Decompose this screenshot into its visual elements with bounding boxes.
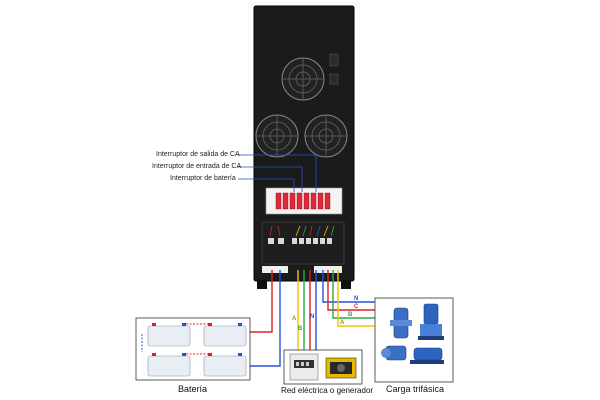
wheel-icon — [257, 281, 267, 289]
wire-tag-input-b: B — [298, 326, 303, 332]
grid-generator-box — [283, 349, 363, 385]
motor-icon — [381, 345, 407, 361]
terminal-block — [261, 221, 345, 273]
label-battery-switch: Interruptor de batería — [170, 175, 236, 182]
submersible-pump-icon — [390, 307, 412, 339]
wire-tag-n-top: N — [354, 296, 359, 302]
generator-icon — [325, 357, 357, 379]
horizontal-pump-icon — [410, 347, 444, 364]
caption-three-phase-load: Carga trifásica — [386, 384, 445, 394]
wire-tag-n-mid: N — [310, 314, 315, 320]
grid-wires — [297, 270, 317, 350]
distribution-panel-icon — [289, 353, 319, 381]
breaker-panel — [265, 187, 343, 215]
fan-left-icon — [255, 114, 299, 158]
label-ac-input-switch: Interruptor de entrada de CA — [152, 163, 242, 170]
load-wires — [322, 270, 375, 327]
vertical-pump-icon — [418, 303, 444, 340]
battery-bank — [135, 317, 251, 381]
caption-grid-generator: Red eléctrica o generador — [281, 386, 374, 395]
battery-wires — [250, 270, 281, 367]
label-ac-output-switch: Interruptor de salida de CA — [156, 151, 240, 158]
wheel-icon — [341, 281, 351, 289]
wire-tag-input-a: A — [292, 316, 297, 322]
wire-tag-c: C — [354, 304, 359, 310]
callout-lines — [238, 154, 317, 192]
wire-tag-a: A — [340, 320, 345, 326]
fan-top-icon — [281, 57, 325, 101]
fan-right-icon — [304, 114, 348, 158]
battery-icon — [147, 323, 247, 377]
three-phase-load-box — [374, 297, 454, 383]
caption-battery: Batería — [178, 384, 208, 394]
wire-tag-b: B — [348, 312, 353, 318]
power-switch-icon — [329, 53, 339, 67]
socket-icon — [329, 73, 339, 85]
